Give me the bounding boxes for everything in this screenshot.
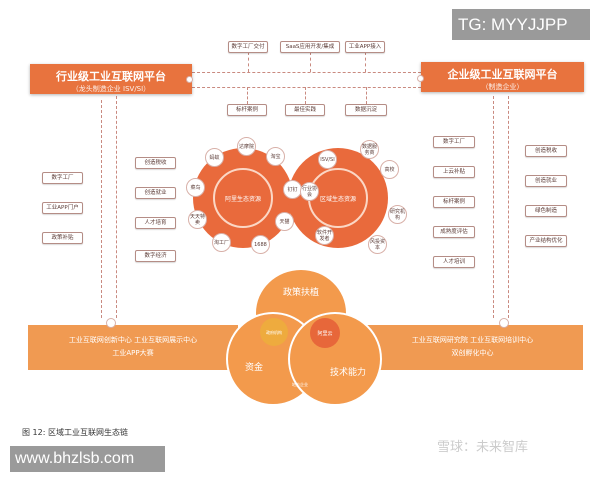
- gear-node: ISV/SI: [318, 150, 337, 169]
- left-output: 创造就业: [135, 187, 176, 199]
- gear-node: 达摩院: [237, 137, 256, 156]
- right-platform-header: 企业级工业互联网平台 （制造企业）: [421, 62, 584, 92]
- connector-top: [192, 72, 421, 73]
- node: [186, 76, 193, 83]
- connector: [305, 87, 306, 104]
- right-input: 成熟度评估: [433, 226, 475, 238]
- left-bar: 工业互联网创新中心 工业互联网展示中心 工业APP大赛: [28, 325, 238, 370]
- right-input: 人才培训: [433, 256, 475, 268]
- left-platform-subtitle: （龙头制造企业 ISV/SI）: [71, 85, 151, 93]
- gear-node: 研究机构: [388, 205, 407, 224]
- venn-tech: [288, 312, 382, 406]
- right-input: 数字工厂: [433, 136, 475, 148]
- venn-overlap-right-label: 阿里云: [317, 331, 333, 337]
- left-output: 人才培育: [135, 217, 176, 229]
- left-output: 创造税收: [135, 157, 176, 169]
- connector: [101, 100, 102, 318]
- left-input: 政策补贴: [42, 232, 83, 244]
- gear-node: 数据服务商: [360, 140, 379, 159]
- middle-item: 最佳实践: [285, 104, 325, 116]
- xueqiu-watermark: 雪球：未来智库: [437, 440, 529, 455]
- left-platform-title: 行业级工业互联网平台: [56, 70, 166, 83]
- gear-node: 蚂蚁: [205, 148, 224, 167]
- right-output: 绿色制造: [525, 205, 567, 217]
- connector: [116, 96, 117, 318]
- middle-item: 数据沉淀: [345, 104, 387, 116]
- middle-item: 标杆案例: [227, 104, 267, 116]
- gear-node: 1688: [251, 235, 270, 254]
- top-item: 数字工厂交付: [228, 41, 268, 53]
- gear-node: 行业协会: [300, 182, 319, 201]
- venn-right-label: 技术能力: [330, 368, 367, 378]
- right-input: 标杆案例: [433, 196, 475, 208]
- left-bar-line2: 工业APP大赛: [112, 349, 154, 357]
- gear-node: 软件开发者: [315, 226, 334, 245]
- connector: [248, 52, 249, 72]
- right-input: 上云补贴: [433, 166, 475, 178]
- gear-node: 淘宝: [266, 147, 285, 166]
- connector: [508, 96, 509, 318]
- left-input: 工业APP门户: [42, 202, 83, 214]
- connector: [365, 52, 366, 72]
- right-platform-subtitle: （制造企业）: [481, 83, 524, 91]
- gear-node: 菜鸟: [186, 178, 205, 197]
- site-watermark: www.bhzlsb.com: [10, 446, 165, 472]
- right-output: 创造就业: [525, 175, 567, 187]
- connector: [310, 52, 311, 72]
- connector: [493, 96, 494, 318]
- gear-node: 风投资本: [368, 235, 387, 254]
- gear-node: 天猫: [275, 212, 294, 231]
- gear-right-center: 区域生态资源: [319, 196, 356, 203]
- connector: [247, 87, 248, 104]
- node: [499, 318, 509, 328]
- right-output: 创造税收: [525, 145, 567, 157]
- top-item: SaaS应用开发/集成: [280, 41, 340, 53]
- venn-overlap-bottom-label: 地方企业: [292, 382, 308, 387]
- node: [417, 75, 424, 82]
- left-bar-line1: 工业互联网创新中心 工业互联网展示中心: [68, 336, 198, 344]
- left-output: 数字经济: [135, 250, 176, 262]
- left-input: 数字工厂: [42, 172, 83, 184]
- left-platform-header: 行业级工业互联网平台 （龙头制造企业 ISV/SI）: [30, 64, 192, 94]
- tg-watermark: TG: MYYJJPP: [452, 9, 590, 40]
- figure-caption: 图 12: 区域工业互联网生态链: [22, 428, 128, 437]
- right-bar: 工业互联网研究院 工业互联网培训中心 双创孵化中心: [362, 325, 583, 370]
- right-bar-line1: 工业互联网研究院 工业互联网培训中心: [411, 336, 534, 344]
- gear-node: 高校: [380, 160, 399, 179]
- connector-bottom: [192, 87, 421, 88]
- venn-overlap-left: [260, 318, 288, 346]
- gear-left-center: 阿里生态资源: [224, 196, 261, 203]
- node: [106, 318, 116, 328]
- venn-overlap-right: [310, 318, 340, 348]
- gear-node: 淘工厂: [212, 233, 231, 252]
- venn-overlap-left-label: 政府机构: [266, 330, 282, 335]
- top-item: 工业APP接入: [345, 41, 385, 53]
- right-platform-title: 企业级工业互联网平台: [447, 68, 558, 81]
- venn-left-label: 资金: [245, 363, 264, 373]
- right-bar-line2: 双创孵化中心: [451, 349, 494, 357]
- right-output: 产业结构优化: [525, 235, 567, 247]
- gear-left-ring: [213, 168, 273, 228]
- gear-node: 天天特卖: [188, 210, 207, 229]
- venn-top-label: 政策扶植: [283, 288, 320, 298]
- connector: [366, 87, 367, 104]
